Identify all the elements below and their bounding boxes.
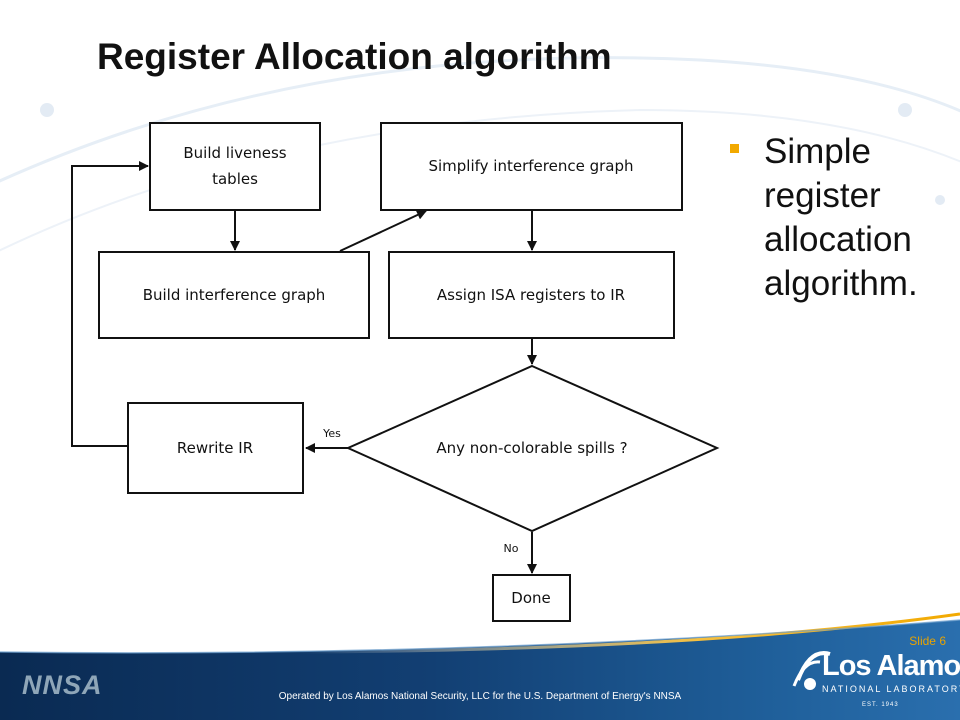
node-rewrite — [127, 402, 304, 494]
decor-dot — [935, 195, 945, 205]
los-alamos-subtitle: NATIONAL LABORATORY — [822, 684, 960, 694]
bullet-text: Simple register allocation algorithm. — [764, 132, 918, 303]
node-decision-label: Any non-colorable spills ? — [436, 439, 627, 457]
node-assign — [388, 251, 675, 339]
edge-label-yes: Yes — [322, 427, 341, 440]
los-alamos-est: EST. 1943 — [862, 702, 899, 708]
flowchart: Build liveness tables Simplify interfere… — [71, 122, 720, 622]
decor-dot — [898, 103, 912, 117]
nnsa-logo: NNSA — [22, 670, 103, 700]
decor-dot — [40, 103, 54, 117]
node-assign-label: Assign ISA registers to IR — [437, 286, 625, 304]
slide-number: Slide 6 — [909, 634, 946, 648]
node-rewrite-label: Rewrite IR — [177, 439, 253, 457]
los-alamos-logo-mark — [792, 651, 831, 690]
node-simplify — [380, 122, 683, 211]
bullet-square-icon — [730, 144, 739, 153]
node-build-liveness — [149, 122, 321, 211]
los-alamos-wordmark: Los Alamos — [822, 650, 960, 682]
node-done-label: Done — [511, 589, 550, 607]
node-build-liveness-line2: tables — [212, 170, 258, 188]
edge-label-no: No — [504, 542, 519, 555]
footer-band — [0, 612, 960, 720]
node-build-interference — [98, 251, 370, 339]
slide-title: Register Allocation algorithm — [97, 36, 612, 77]
node-simplify-label: Simplify interference graph — [428, 157, 633, 175]
node-done — [492, 574, 571, 622]
arrow-rewrite-to-liveness — [71, 161, 149, 447]
footer-operated-by: Operated by Los Alamos National Security… — [278, 691, 682, 702]
node-build-liveness-line1: Build liveness — [183, 144, 286, 162]
node-decision — [345, 364, 720, 533]
arrow-interference-to-simplify — [339, 210, 427, 252]
node-build-interference-label: Build interference graph — [143, 286, 326, 304]
